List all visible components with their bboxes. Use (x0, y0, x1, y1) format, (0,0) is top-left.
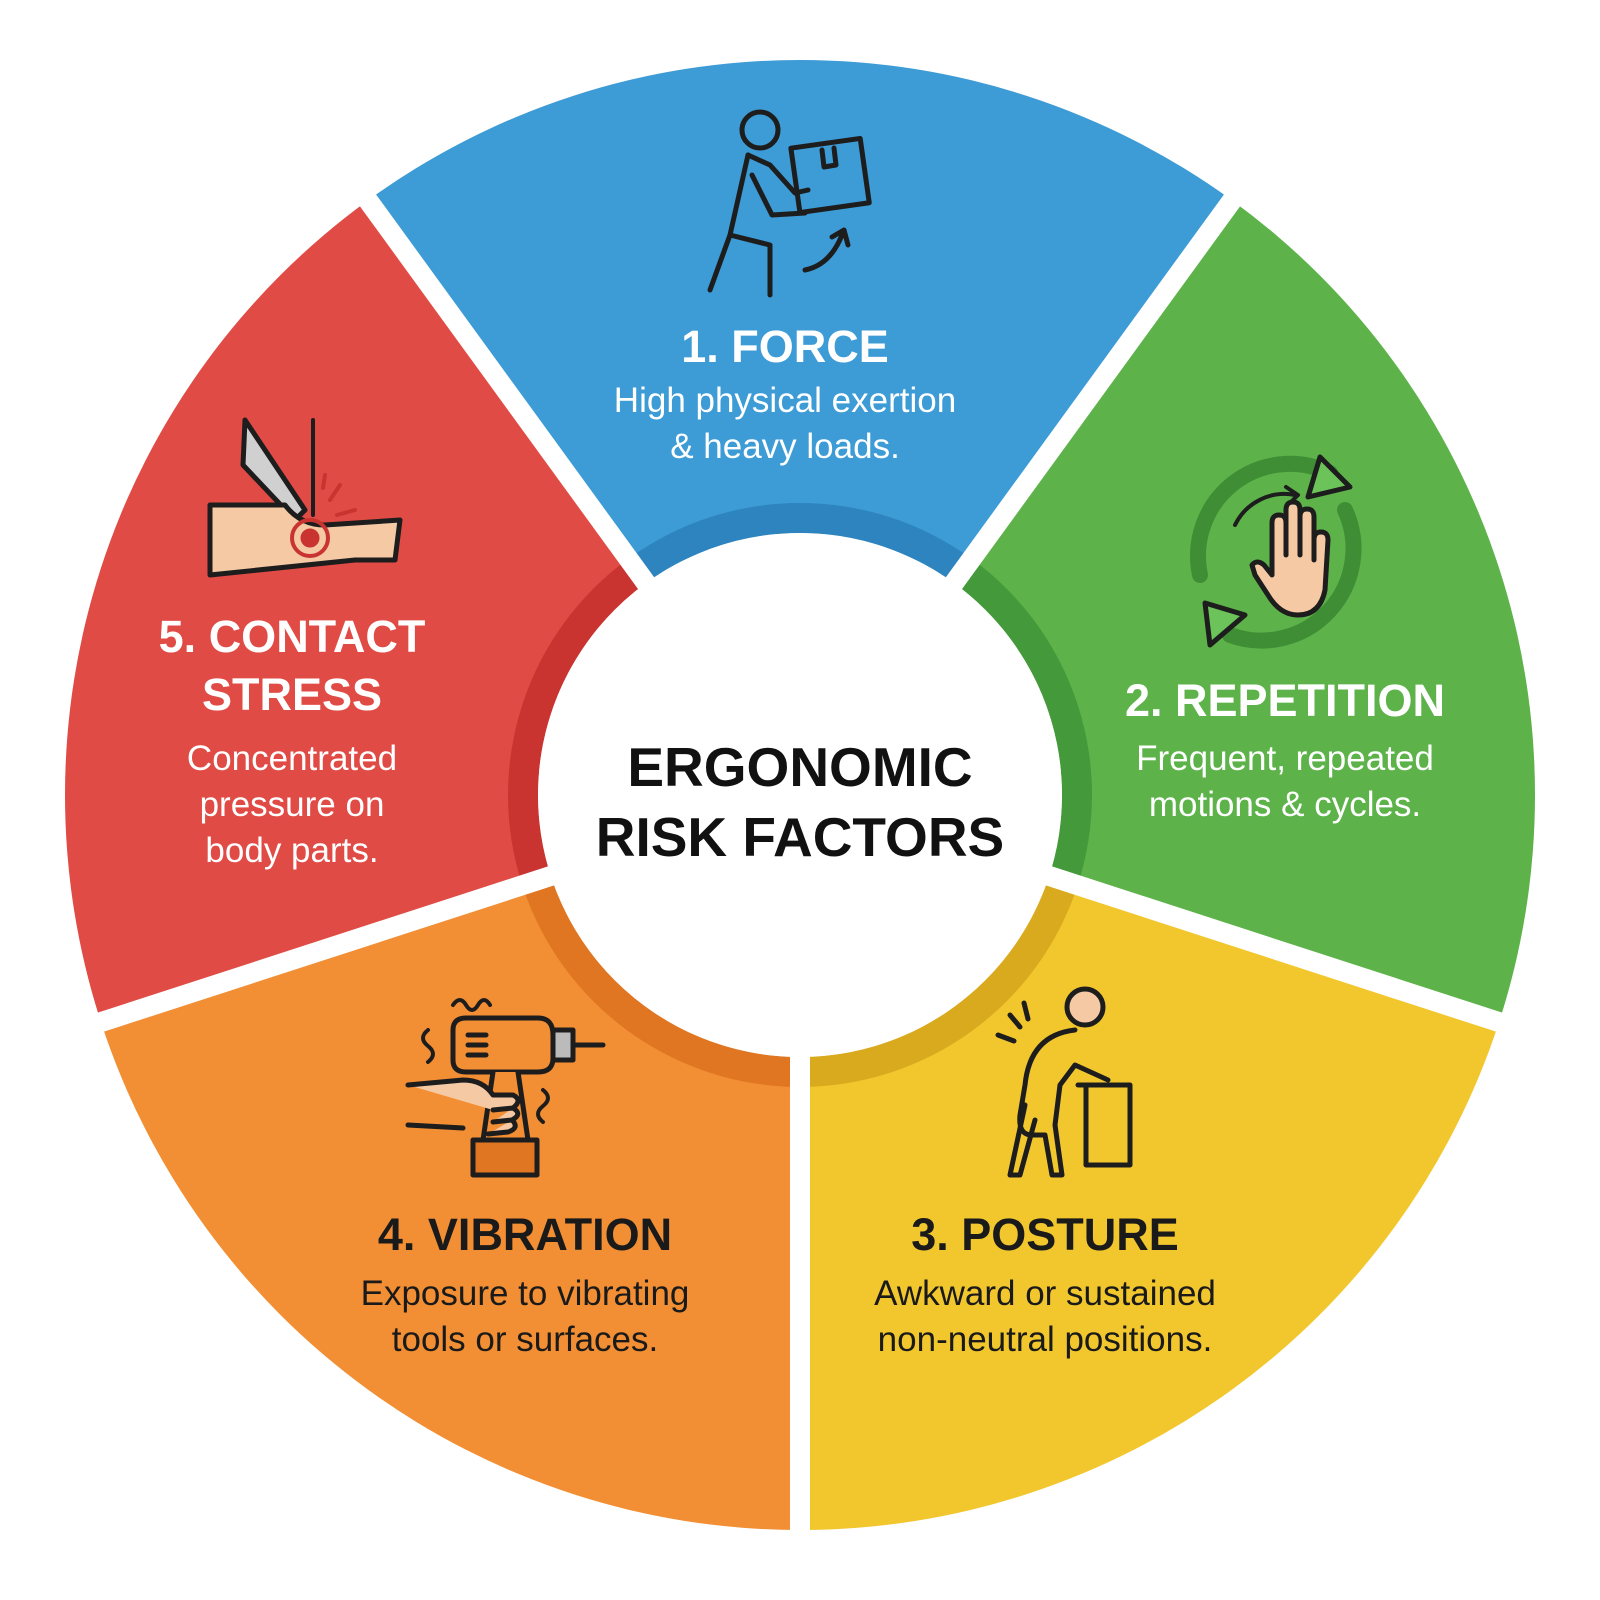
bent-posture-person-icon (995, 986, 1133, 1178)
force-segment (367, 59, 1233, 584)
hand-repeat-cycle-icon (1190, 454, 1362, 649)
center-title-line-2: RISK FACTORS (596, 806, 1004, 868)
posture-segment (800, 875, 1500, 1530)
segment-divider (942, 190, 1244, 593)
contact-stress-title-line-1: 5. CONTACT (159, 611, 426, 662)
segment-divider (1041, 864, 1507, 1034)
repetition-segment (953, 200, 1535, 1023)
vibration-description-line-2: tools or surfaces. (392, 1320, 659, 1359)
force-description-line-1: High physical exertion (614, 381, 956, 420)
contact-stress-description-line-2: pressure on (200, 785, 385, 824)
contact-stress-description-line-3: body parts. (205, 831, 378, 870)
contact-stress-inner-ring (508, 558, 647, 886)
center-title-line-1: ERGONOMIC (627, 736, 972, 798)
repetition-title: 2. REPETITION (1125, 675, 1445, 726)
vibrating-drill-icon (405, 998, 606, 1178)
force-title: 1. FORCE (681, 321, 889, 372)
posture-description-line-2: non-neutral positions. (878, 1320, 1213, 1359)
posture-description-line-1: Awkward or sustained (874, 1274, 1216, 1313)
person-lifting-box-icon (707, 109, 872, 298)
posture-title: 3. POSTURE (911, 1209, 1179, 1260)
repetition-inner-ring (953, 558, 1092, 886)
contact-stress-segment (64, 200, 647, 1023)
contact-stress-title-line-2: STRESS (202, 669, 382, 720)
edge-pressure-on-arm-icon (207, 417, 403, 578)
force-description-line-2: & heavy loads. (670, 427, 900, 466)
segment-divider (356, 190, 658, 593)
force-inner-ring (628, 503, 972, 584)
repetition-description-line-1: Frequent, repeated (1136, 739, 1434, 778)
vibration-description-line-1: Exposure to vibrating (361, 1274, 690, 1313)
vibration-inner-ring (522, 875, 800, 1087)
repetition-description-line-2: motions & cycles. (1149, 785, 1421, 824)
posture-inner-ring (800, 875, 1078, 1087)
vibration-title: 4. VIBRATION (378, 1209, 672, 1260)
vibration-segment (100, 875, 801, 1530)
segment-divider (93, 864, 559, 1034)
contact-stress-description-line-1: Concentrated (187, 739, 397, 778)
center-circle (538, 533, 1062, 1057)
